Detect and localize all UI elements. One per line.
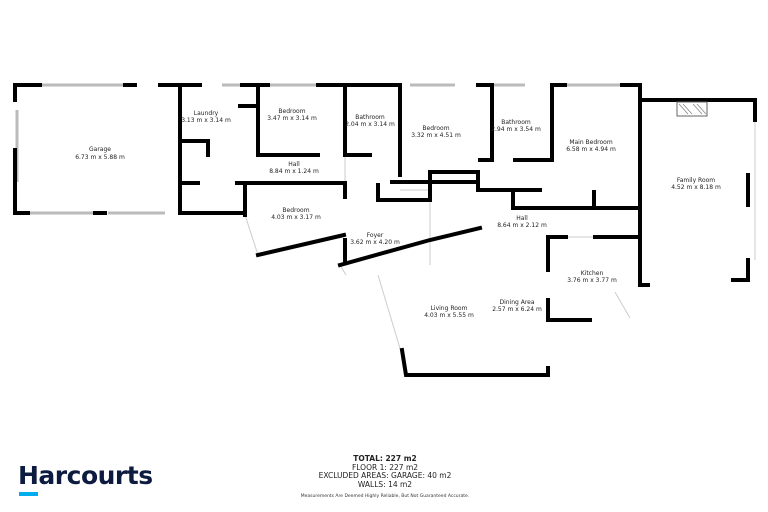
- room-name-kitchen: Kitchen: [581, 270, 604, 277]
- room-name-hall-2: Hall: [516, 215, 528, 222]
- room-name-bedroom-3: Bedroom: [282, 207, 309, 214]
- walls-area: WALLS: 14 m2: [357, 479, 413, 489]
- floor-area: FLOOR 1: 227 m2: [351, 462, 419, 472]
- logo-accent-bar: [19, 492, 38, 496]
- room-size-dining-area: 2.57 m x 6.24 m: [492, 306, 542, 313]
- room-size-laundry: 3.13 m x 3.14 m: [181, 117, 231, 124]
- room-size-bathroom-1: 2.04 m x 3.14 m: [345, 121, 395, 128]
- room-name-living-room: Living Room: [431, 305, 468, 312]
- room-name-hall-1: Hall: [288, 161, 300, 168]
- room-size-main-bedroom: 6.58 m x 4.94 m: [566, 146, 616, 153]
- room-size-foyer: 3.62 m x 4.20 m: [350, 239, 400, 246]
- room-name-bedroom-1: Bedroom: [278, 108, 305, 115]
- room-name-main-bedroom: Main Bedroom: [569, 139, 613, 146]
- area-summary: TOTAL: 227 m2 FLOOR 1: 227 m2 EXCLUDED A…: [280, 454, 490, 489]
- room-name-bedroom-2: Bedroom: [422, 125, 449, 132]
- harcourts-logo: Harcourts: [18, 461, 153, 490]
- room-size-garage: 6.73 m x 5.88 m: [75, 154, 125, 161]
- disclaimer: Measurements Are Deemed Highly Reliable,…: [300, 494, 470, 499]
- room-size-hall-2: 8.64 m x 2.12 m: [497, 222, 547, 229]
- room-size-living-room: 4.03 m x 5.55 m: [424, 312, 474, 319]
- room-size-hall-1: 8.84 m x 1.24 m: [269, 168, 319, 175]
- room-name-bathroom-1: Bathroom: [355, 114, 385, 121]
- room-labels: Garage 6.73 m x 5.88 m Laundry 3.13 m x …: [75, 108, 721, 319]
- room-name-garage: Garage: [89, 146, 111, 153]
- room-size-bedroom-3: 4.03 m x 3.17 m: [271, 214, 321, 221]
- total-area: TOTAL: 227 m2: [353, 454, 417, 463]
- walls: [13, 83, 757, 377]
- excluded-areas: EXCLUDED AREAS: GARAGE: 40 m2: [318, 471, 452, 480]
- room-name-family-room: Family Room: [677, 177, 715, 184]
- room-size-bathroom-2: 2.94 m x 3.54 m: [491, 126, 541, 133]
- room-size-kitchen: 3.76 m x 3.77 m: [567, 277, 617, 284]
- fireplace: [676, 101, 708, 117]
- room-name-laundry: Laundry: [194, 110, 219, 117]
- room-name-dining-area: Dining Area: [499, 299, 534, 306]
- room-size-family-room: 4.52 m x 8.18 m: [671, 184, 721, 191]
- room-size-bedroom-2: 3.32 m x 4.51 m: [411, 132, 461, 139]
- room-size-bedroom-1: 3.47 m x 3.14 m: [267, 115, 317, 122]
- room-name-bathroom-2: Bathroom: [501, 119, 531, 126]
- room-name-foyer: Foyer: [367, 232, 384, 239]
